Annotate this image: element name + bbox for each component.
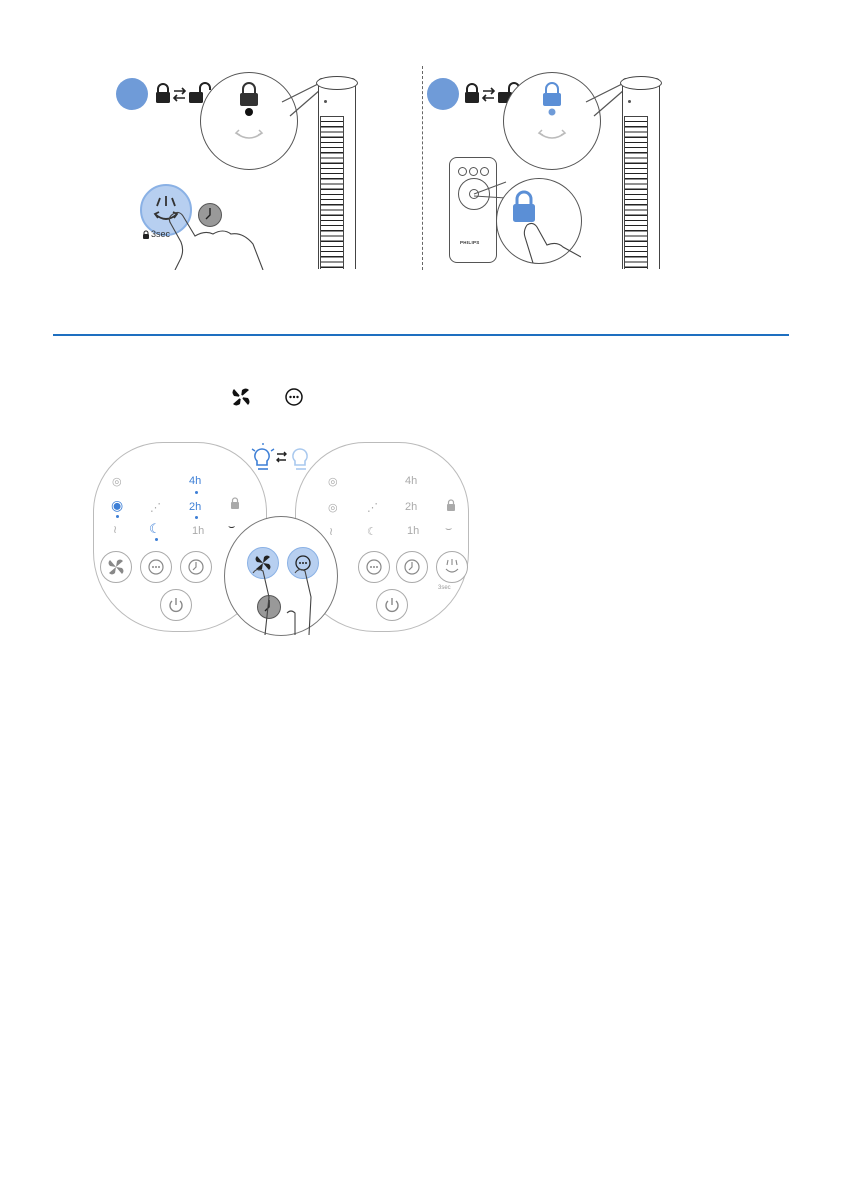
timer-2h-label: 2h <box>405 501 417 513</box>
step-number-badge <box>427 78 459 110</box>
timer-indicator <box>195 491 198 494</box>
timer-1h-label: 1h <box>192 525 204 537</box>
indicator-light <box>549 109 556 116</box>
tower-fan-top <box>316 76 358 90</box>
swap-arrows-icon <box>277 452 286 462</box>
mode-icon <box>141 552 171 582</box>
timer-button <box>396 551 428 583</box>
pressing-fingers-illustration <box>225 517 337 635</box>
tower-fan-top <box>620 76 662 90</box>
timer-4h-label: 4h <box>405 475 417 487</box>
mode-natural-icon: ◎ <box>328 475 338 488</box>
sleep-mode-icon: ☾ <box>367 525 377 538</box>
tower-fan-grille <box>320 116 344 269</box>
oscillation-icon <box>437 552 467 582</box>
section-divider <box>53 334 789 336</box>
fan-speed-icon <box>230 386 252 408</box>
mode-indicator <box>116 515 119 518</box>
remote-control: PHILIPS <box>449 157 497 263</box>
sleep-mode-icon: ☾ <box>149 521 161 537</box>
mode-icon <box>283 386 305 408</box>
mode-normal-icon: ◉ <box>111 497 123 514</box>
lock-button-caption: 3sec <box>438 585 451 591</box>
mode-turbo-icon: ⋰ <box>367 501 378 514</box>
lock-icon <box>446 499 456 511</box>
oscillation-indicator-icon: ⌣ <box>445 523 452 536</box>
step-number-badge <box>116 78 148 110</box>
lock-icon <box>465 84 479 103</box>
timer-4h-label: 4h <box>189 475 201 487</box>
lock-icon <box>156 84 170 103</box>
illustration-divider <box>422 66 423 270</box>
lock-icon <box>513 192 535 222</box>
swap-arrows-icon <box>174 88 185 101</box>
mode-button <box>358 551 390 583</box>
power-button <box>160 589 192 621</box>
tower-fan-indicator <box>324 100 327 103</box>
mode-button <box>140 551 172 583</box>
sleep-indicator <box>155 538 158 541</box>
lock-icon <box>240 83 258 106</box>
timer-1h-label: 1h <box>407 525 419 537</box>
lock-icon <box>230 497 240 509</box>
timer-button <box>180 551 212 583</box>
timer-indicator <box>195 516 198 519</box>
light-on-icon <box>252 443 274 469</box>
power-icon <box>377 590 407 620</box>
timer-2h-label: 2h <box>189 501 201 513</box>
timer-icon <box>397 552 427 582</box>
mode-icon <box>359 552 389 582</box>
mode-natural-icon: ◎ <box>112 475 122 488</box>
remote-brand-label: PHILIPS <box>460 240 480 245</box>
oscillation-button <box>436 551 468 583</box>
mode-turbo-icon: ⋰ <box>150 501 161 514</box>
fan-speed-icon <box>101 552 131 582</box>
mode-breeze-icon: ≀ <box>113 523 117 536</box>
mode-normal-icon: ◎ <box>328 501 338 514</box>
remote-zoom-circle <box>496 178 582 264</box>
tower-fan-indicator <box>628 100 631 103</box>
pressing-hand-illustration <box>165 208 265 270</box>
small-lock-icon <box>142 230 150 239</box>
lock-icon <box>543 83 561 106</box>
indicator-light <box>245 108 253 116</box>
tower-fan-grille <box>624 116 648 269</box>
power-icon <box>161 590 191 620</box>
swap-arrows-icon <box>483 88 494 101</box>
light-toggle-icon <box>250 443 312 473</box>
power-button <box>376 589 408 621</box>
timer-icon <box>181 552 211 582</box>
fan-speed-button <box>100 551 132 583</box>
light-off-icon <box>293 449 307 469</box>
dual-press-zoom-circle <box>224 516 338 636</box>
